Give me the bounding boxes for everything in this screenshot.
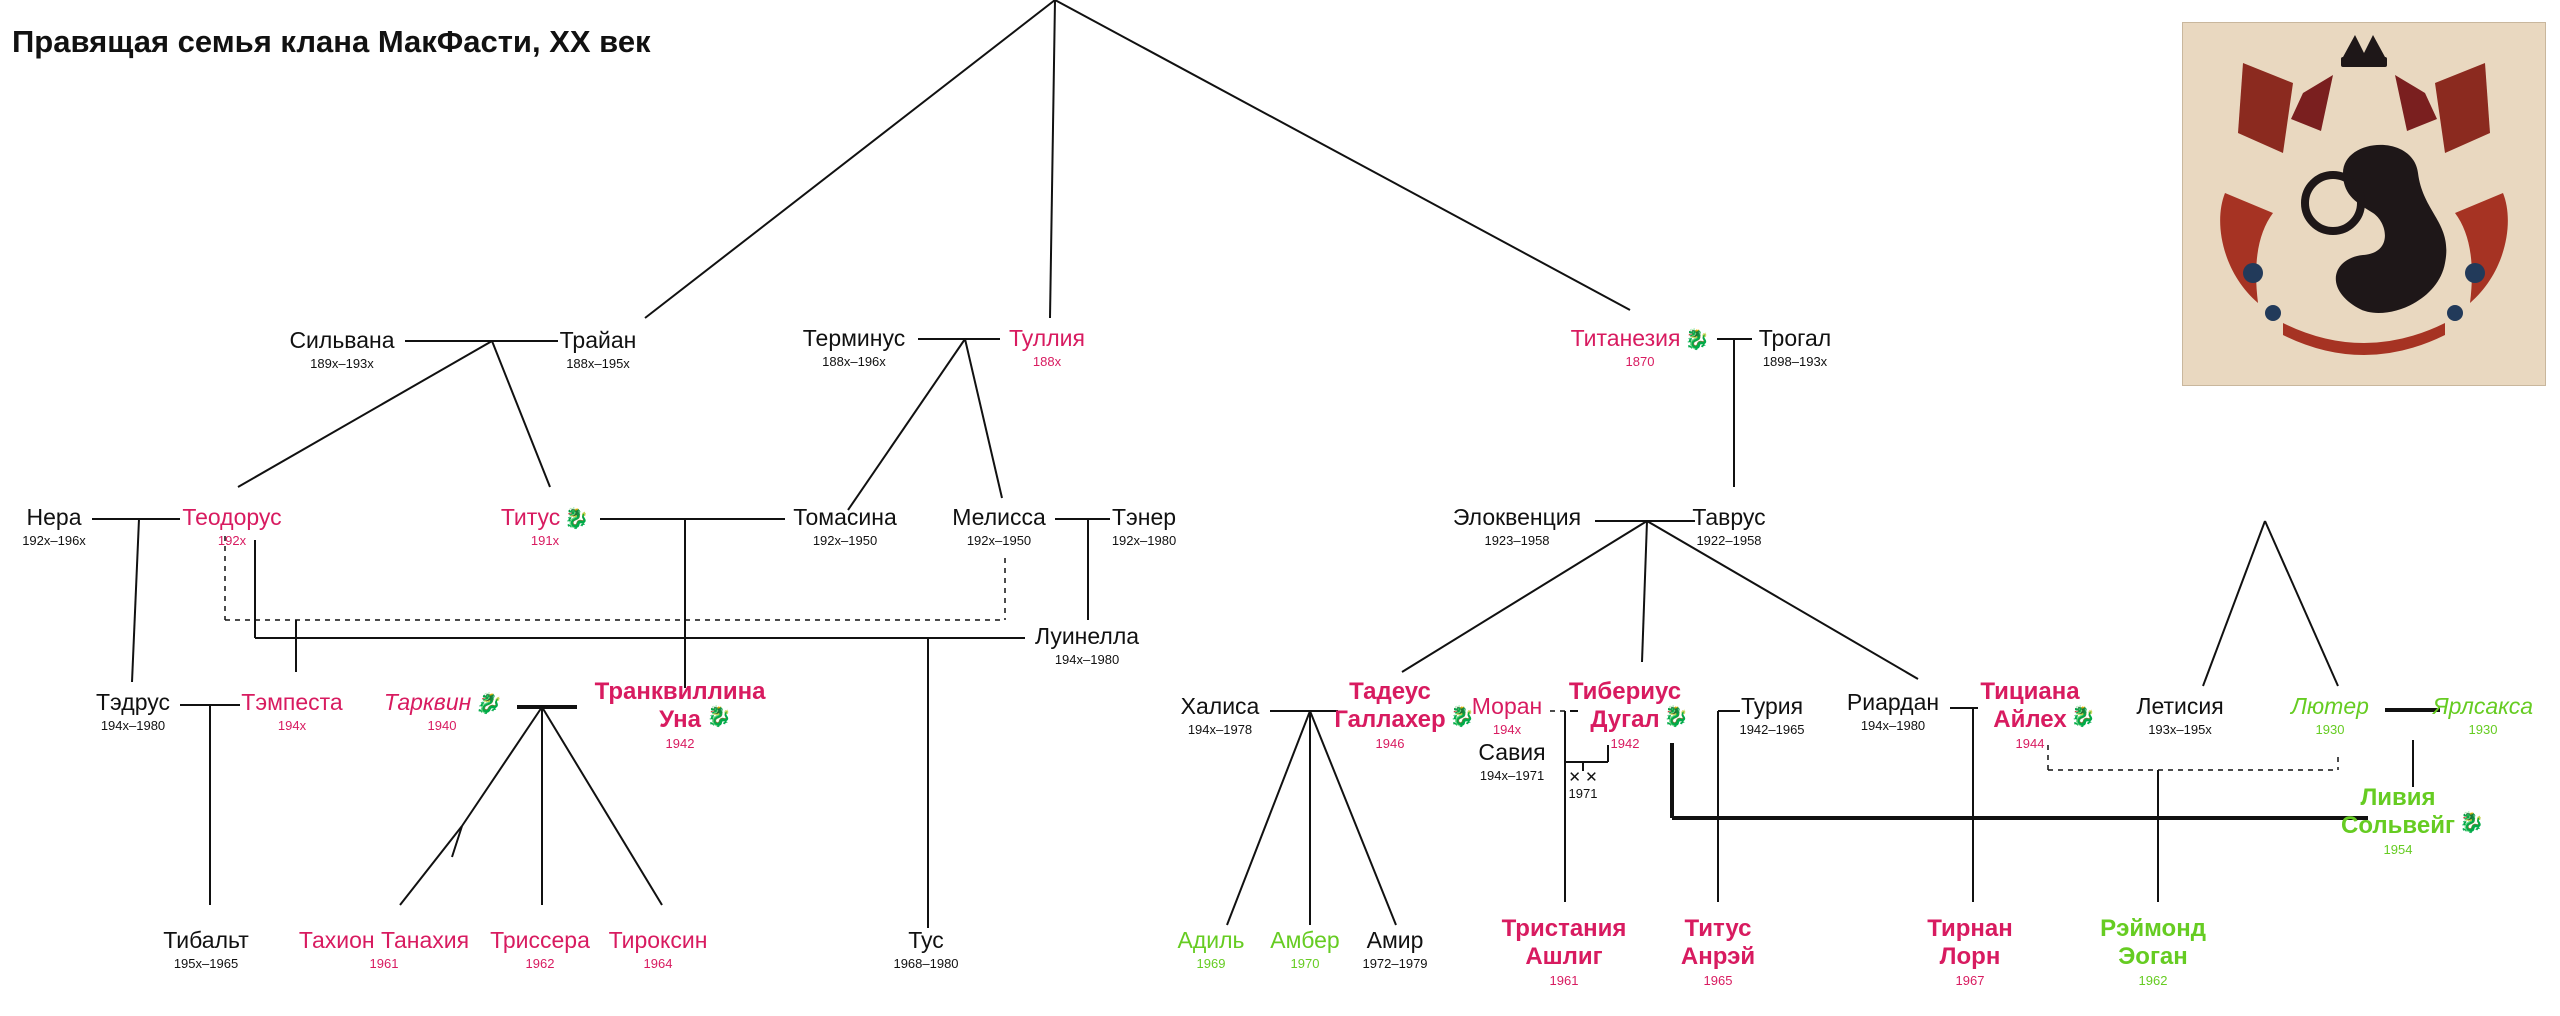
- person-tarquin: Тарквин🐉1940: [383, 689, 501, 734]
- person-tranquillina: Транквиллина Уна🐉1942: [594, 678, 766, 752]
- dragon-icon: 🐉: [2070, 705, 2096, 728]
- page-title: Правящая семья клана МакФасти, XX век: [12, 24, 651, 59]
- dragon-icon: 🐉: [1684, 329, 1710, 351]
- dragon-icon: 🐉: [1663, 705, 1689, 728]
- dragon-icon: 🐉: [475, 693, 501, 715]
- person-titus: Титус🐉191x: [500, 504, 590, 549]
- dragon-crest-icon: [2183, 23, 2545, 385]
- savia-death-marks: ✕ ✕1971: [1568, 769, 1598, 801]
- person-tiziana: Тициана Айлех🐉1944: [1980, 678, 2096, 752]
- dragon-icon: 🐉: [2458, 811, 2484, 834]
- dragon-icon: 🐉: [564, 508, 590, 530]
- person-livia: Ливия Сольвейг🐉1954: [2341, 784, 2484, 858]
- dragon-icon: 🐉: [706, 705, 732, 728]
- person-titanesia: Титанезия🐉1870: [1570, 325, 1710, 370]
- person-tadeus: Тадеус Галлахер🐉1946: [1334, 678, 1475, 752]
- clan-crest-image: [2183, 23, 2545, 385]
- person-tiberius: Тибериус Дугал🐉1942: [1568, 678, 1689, 752]
- dragon-icon: 🐉: [1449, 705, 1475, 728]
